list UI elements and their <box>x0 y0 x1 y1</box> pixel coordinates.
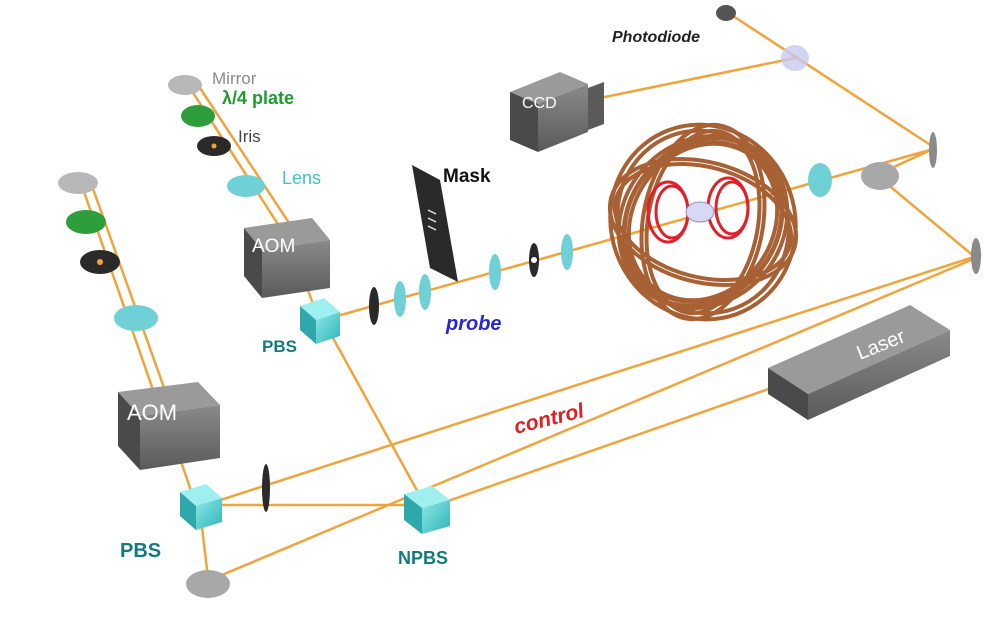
top-mirror <box>168 75 202 95</box>
beam-to-photodiode <box>728 12 937 150</box>
beam-control-path <box>203 253 982 507</box>
mask-label: Mask <box>443 166 491 187</box>
right-lens <box>808 163 832 197</box>
beam-splitter-plate <box>781 45 809 71</box>
beam-right-lower <box>878 176 978 260</box>
iris-label: Iris <box>238 127 261 146</box>
top-lens <box>227 175 265 197</box>
lens-label: Lens <box>282 168 321 188</box>
left-pbs-cube <box>180 484 222 530</box>
control-iris <box>262 464 270 512</box>
left-lens <box>114 305 158 331</box>
probe-iris-2-aperture <box>531 257 537 263</box>
left-mirror <box>58 172 98 194</box>
top-iris-aperture <box>211 143 217 149</box>
ccd-label: CCD <box>522 95 557 112</box>
probe-lens-4 <box>561 234 573 270</box>
beam-to-ccd <box>598 56 797 100</box>
upper-right-mirror <box>929 132 937 168</box>
beam-bottom-to-right-mirror <box>208 256 978 582</box>
top-chain: AOM PBS <box>168 75 340 356</box>
npbs-cube <box>404 486 450 534</box>
probe-lens-2 <box>419 274 431 310</box>
magnetic-coils <box>607 122 799 322</box>
laser-source: Laser <box>768 305 950 420</box>
probe-label: probe <box>445 313 502 335</box>
beam-top-chain-c <box>196 83 297 234</box>
far-right-mirror <box>971 238 981 274</box>
top-aom-label: AOM <box>252 236 295 257</box>
probe-iris-1 <box>369 287 379 325</box>
top-pbs-cube <box>300 298 340 344</box>
top-aom: AOM <box>244 218 330 298</box>
photodiode-label: Photodiode <box>612 29 700 46</box>
left-aom: AOM <box>118 382 220 470</box>
top-pbs-label: PBS <box>262 337 297 356</box>
mask <box>412 165 458 282</box>
left-wave-plate <box>66 210 106 234</box>
beam-laser-to-npbs <box>426 383 782 510</box>
probe-path-optics <box>369 234 573 325</box>
left-aom-label: AOM <box>127 400 177 425</box>
top-wave-plate <box>181 105 215 127</box>
left-chain: AOM PBS <box>58 172 270 598</box>
control-label: control <box>512 399 588 439</box>
photodiode-sensor <box>716 5 736 21</box>
npbs-label: NPBS <box>398 548 448 568</box>
vacuum-cell <box>685 201 715 223</box>
beam-npbs-to-top-pbs <box>320 316 427 507</box>
right-mirror-gray <box>861 162 899 190</box>
probe-lens-1 <box>394 281 406 317</box>
mirror-label: Mirror <box>212 69 257 88</box>
bottom-mirror <box>186 570 230 598</box>
probe-lens-3 <box>489 254 501 290</box>
left-pbs-label: PBS <box>120 540 161 562</box>
quarter-wave-plate-label: λ/4 plate <box>222 88 294 108</box>
ccd-camera: CCD <box>510 72 604 152</box>
left-iris-aperture <box>97 259 103 265</box>
